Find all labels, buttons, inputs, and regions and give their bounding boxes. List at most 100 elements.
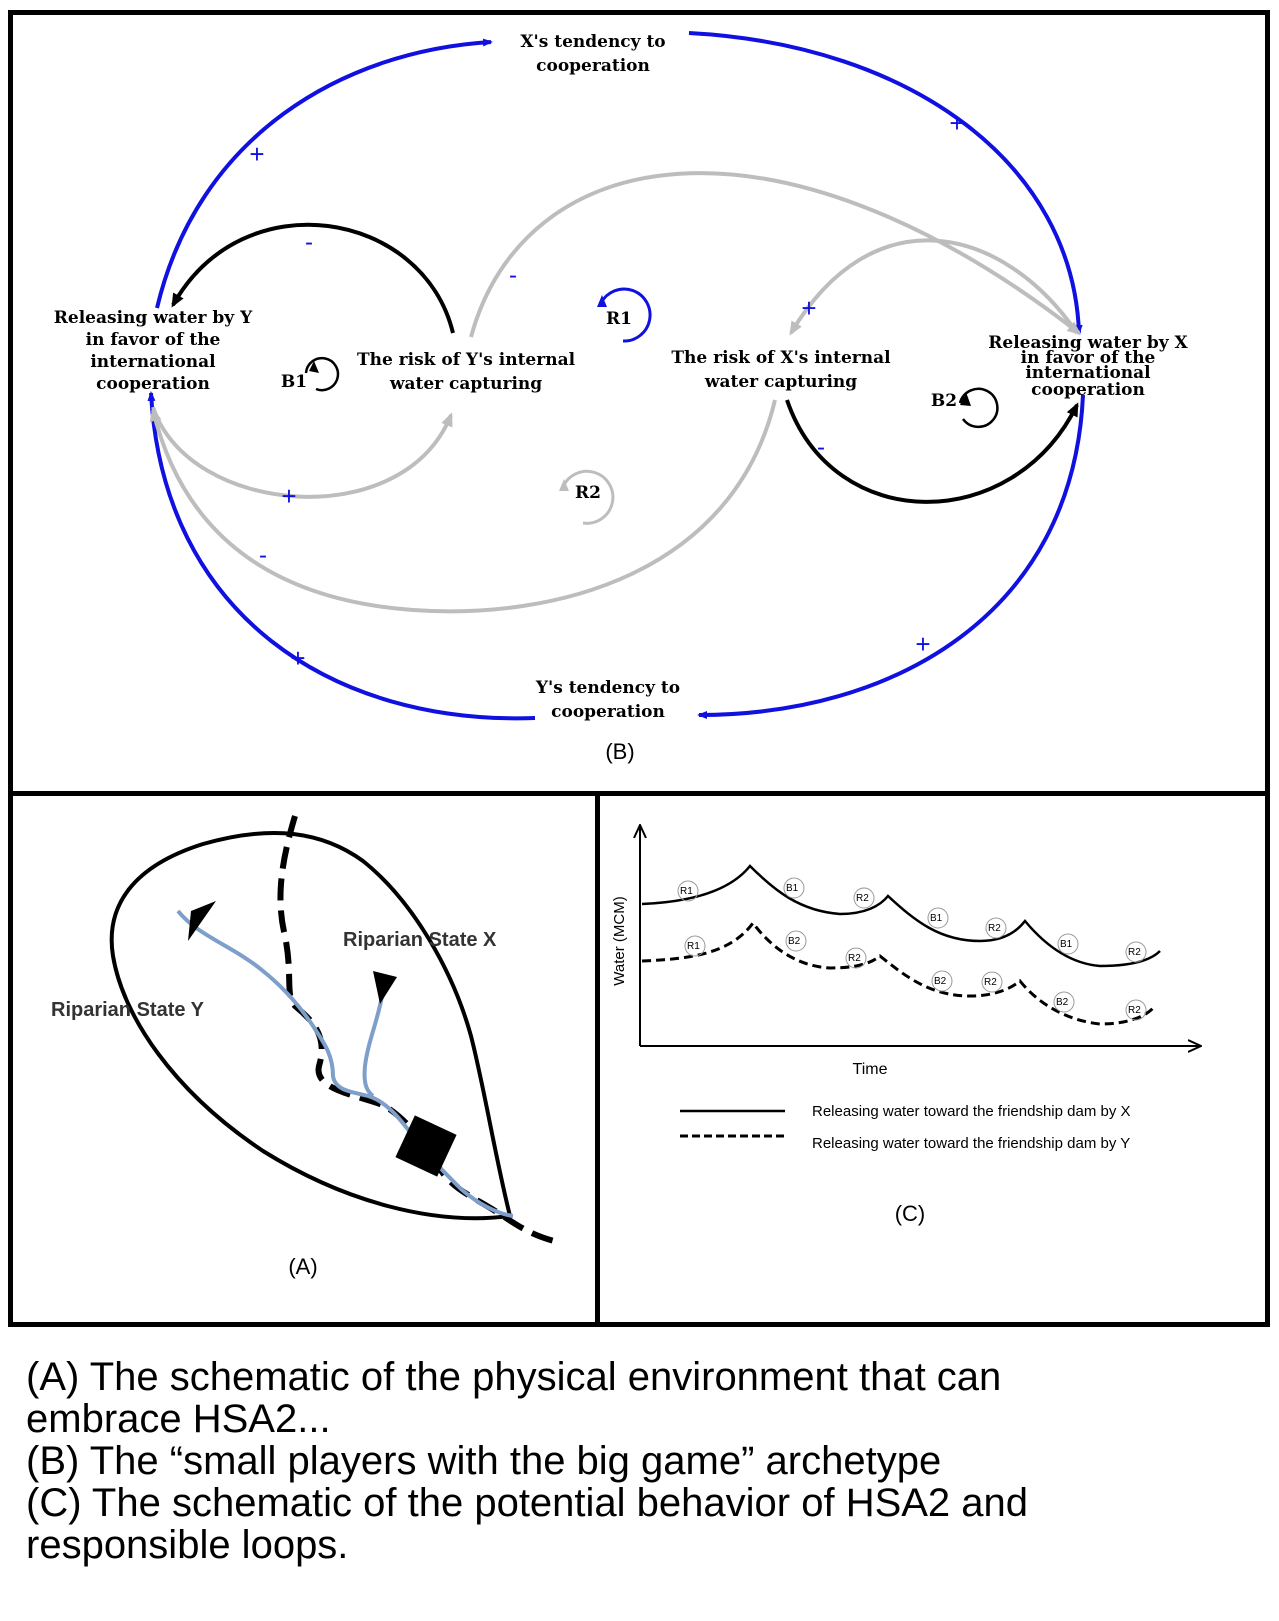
- loop-marker: R2: [1125, 999, 1147, 1021]
- link-releasing-x-to-risk-x: [789, 238, 1079, 336]
- polarity-minus: -: [259, 542, 267, 569]
- source-triangle-y: [188, 901, 216, 941]
- svg-text:B1: B1: [930, 913, 943, 924]
- node-x-tendency: X's tendency to cooperation: [520, 32, 665, 76]
- svg-text:B2: B2: [788, 936, 801, 947]
- polarity-minus: -: [817, 434, 825, 461]
- link-releasing-x-to-y-tendency: [697, 394, 1085, 719]
- svg-text:R1: R1: [606, 309, 632, 329]
- svg-text:in favor of the: in favor of the: [86, 330, 221, 350]
- polarity-plus: +: [949, 108, 964, 138]
- node-risk-x: The risk of X's internal water capturing: [671, 348, 891, 392]
- svg-text:Releasing water by Y: Releasing water by Y: [54, 308, 253, 328]
- polarity-plus: +: [290, 643, 305, 673]
- river-main: [176, 909, 514, 1218]
- svg-text:R2: R2: [848, 953, 861, 964]
- polarity-plus: +: [249, 139, 264, 169]
- polarity-plus: +: [915, 629, 930, 659]
- label-riparian-state-y: Riparian State Y: [51, 999, 205, 1021]
- loop-marker: R1: [684, 935, 706, 957]
- svg-text:B1: B1: [786, 883, 799, 894]
- loop-markers-y: R1 B2 R2 B2 R2 B2 R2: [684, 930, 1147, 1021]
- svg-text:international: international: [1025, 363, 1151, 383]
- loop-markers-x: R1 B1 R2 B1 R2 B1 R2: [677, 877, 1147, 963]
- caption-line-c1: (C) The schematic of the potential behav…: [26, 1481, 1029, 1525]
- svg-text:B2: B2: [1056, 997, 1069, 1008]
- loop-marker: R2: [853, 887, 875, 909]
- svg-text:B2: B2: [931, 391, 957, 411]
- node-risk-y: The risk of Y's internal water capturing: [357, 350, 576, 394]
- link-risk-x-to-releasing-y: [149, 399, 777, 614]
- svg-text:R2: R2: [984, 977, 997, 988]
- label-riparian-state-x: Riparian State X: [343, 929, 497, 951]
- loop-marker: R2: [1125, 941, 1147, 963]
- svg-text:in favor of the: in favor of the: [1021, 348, 1156, 368]
- node-releasing-water-x: Releasing water by X in favor of the int…: [988, 333, 1188, 400]
- loop-marker: B2: [931, 970, 953, 992]
- source-triangle-x: [373, 971, 397, 1004]
- river-tributary: [362, 990, 385, 1098]
- link-releasing-y-to-x-tendency: [155, 38, 493, 309]
- link-risk-y-to-releasing-x: [469, 171, 1082, 338]
- svg-text:R1: R1: [680, 886, 693, 897]
- svg-text:R2: R2: [988, 923, 1001, 934]
- node-y-tendency: Y's tendency to cooperation: [535, 678, 680, 722]
- watershed-svg: Riparian State X Riparian State Y (A): [51, 815, 559, 1279]
- panel-a-physical-environment: Riparian State X Riparian State Y (A): [8, 791, 600, 1327]
- legend-label-x: Releasing water toward the friendship da…: [812, 1103, 1131, 1120]
- loop-b1-marker: B1: [281, 356, 340, 392]
- svg-text:B1: B1: [1060, 939, 1073, 950]
- legend-label-y: Releasing water toward the friendship da…: [812, 1135, 1130, 1152]
- dam-square: [395, 1115, 457, 1177]
- panel-b-causal-loop-diagram: + + + + + + - - - - B1 B2 R1 R2: [8, 10, 1270, 796]
- node-releasing-water-y: Releasing water by Y in favor of the int…: [54, 308, 253, 394]
- panel-c-label: (C): [895, 1201, 926, 1226]
- svg-text:water capturing: water capturing: [704, 372, 857, 392]
- svg-text:international: international: [90, 352, 216, 372]
- svg-text:R2: R2: [1128, 947, 1141, 958]
- svg-text:cooperation: cooperation: [1031, 380, 1145, 400]
- caption-line-a2: embrace HSA2...: [26, 1397, 331, 1441]
- loop-marker: R1: [677, 880, 699, 902]
- loop-marker: R2: [981, 971, 1003, 993]
- y-axis-label: Water (MCM): [611, 896, 628, 985]
- svg-text:water capturing: water capturing: [389, 374, 542, 394]
- figure-caption: (A) The schematic of the physical enviro…: [26, 1356, 1256, 1566]
- panel-b-label: (B): [605, 739, 634, 764]
- curve-releasing-x: [641, 864, 1161, 968]
- svg-text:The risk of Y's internal: The risk of Y's internal: [357, 350, 576, 370]
- svg-text:R2: R2: [856, 893, 869, 904]
- loop-r2-marker: R2: [559, 469, 615, 525]
- loop-r1-marker: R1: [597, 287, 652, 343]
- svg-text:cooperation: cooperation: [551, 702, 665, 722]
- polarity-minus: -: [509, 262, 517, 289]
- basin-boundary: [109, 830, 513, 1221]
- panel-a-label: (A): [288, 1254, 317, 1279]
- svg-text:R2: R2: [1128, 1005, 1141, 1016]
- curve-releasing-y: [641, 920, 1157, 1026]
- svg-text:cooperation: cooperation: [536, 56, 650, 76]
- svg-text:R2: R2: [575, 483, 601, 503]
- polarity-plus: +: [801, 293, 816, 323]
- svg-text:B1: B1: [281, 372, 307, 392]
- loop-b2-marker: B2: [931, 387, 999, 429]
- link-y-tendency-to-releasing-y: [147, 391, 536, 721]
- svg-text:X's tendency to: X's tendency to: [520, 32, 665, 52]
- link-x-tendency-to-releasing-x: [688, 31, 1083, 335]
- caption-line-c2: responsible loops.: [26, 1523, 349, 1567]
- loop-marker: B1: [1057, 933, 1079, 955]
- state-border: [277, 815, 559, 1245]
- panel-c-behavior-over-time: Water (MCM) Time R1 B1 R2 B1 R2 B1 R2 R1…: [595, 791, 1270, 1327]
- behavior-svg: Water (MCM) Time R1 B1 R2 B1 R2 B1 R2 R1…: [611, 796, 1265, 1226]
- loop-marker: R2: [845, 947, 867, 969]
- causal-loop-svg: + + + + + + - - - - B1 B2 R1 R2: [54, 31, 1189, 764]
- caption-line-b: (B) The “small players with the big game…: [26, 1439, 942, 1483]
- polarity-plus: +: [281, 481, 296, 511]
- link-releasing-y-to-risk-y: [151, 406, 453, 499]
- loop-marker: B1: [927, 907, 949, 929]
- caption-line-a1: (A) The schematic of the physical enviro…: [26, 1355, 1002, 1399]
- svg-text:Y's tendency to: Y's tendency to: [535, 678, 680, 698]
- loop-marker: B2: [785, 930, 807, 952]
- loop-marker: B1: [783, 877, 805, 899]
- loop-marker: B2: [1053, 991, 1075, 1013]
